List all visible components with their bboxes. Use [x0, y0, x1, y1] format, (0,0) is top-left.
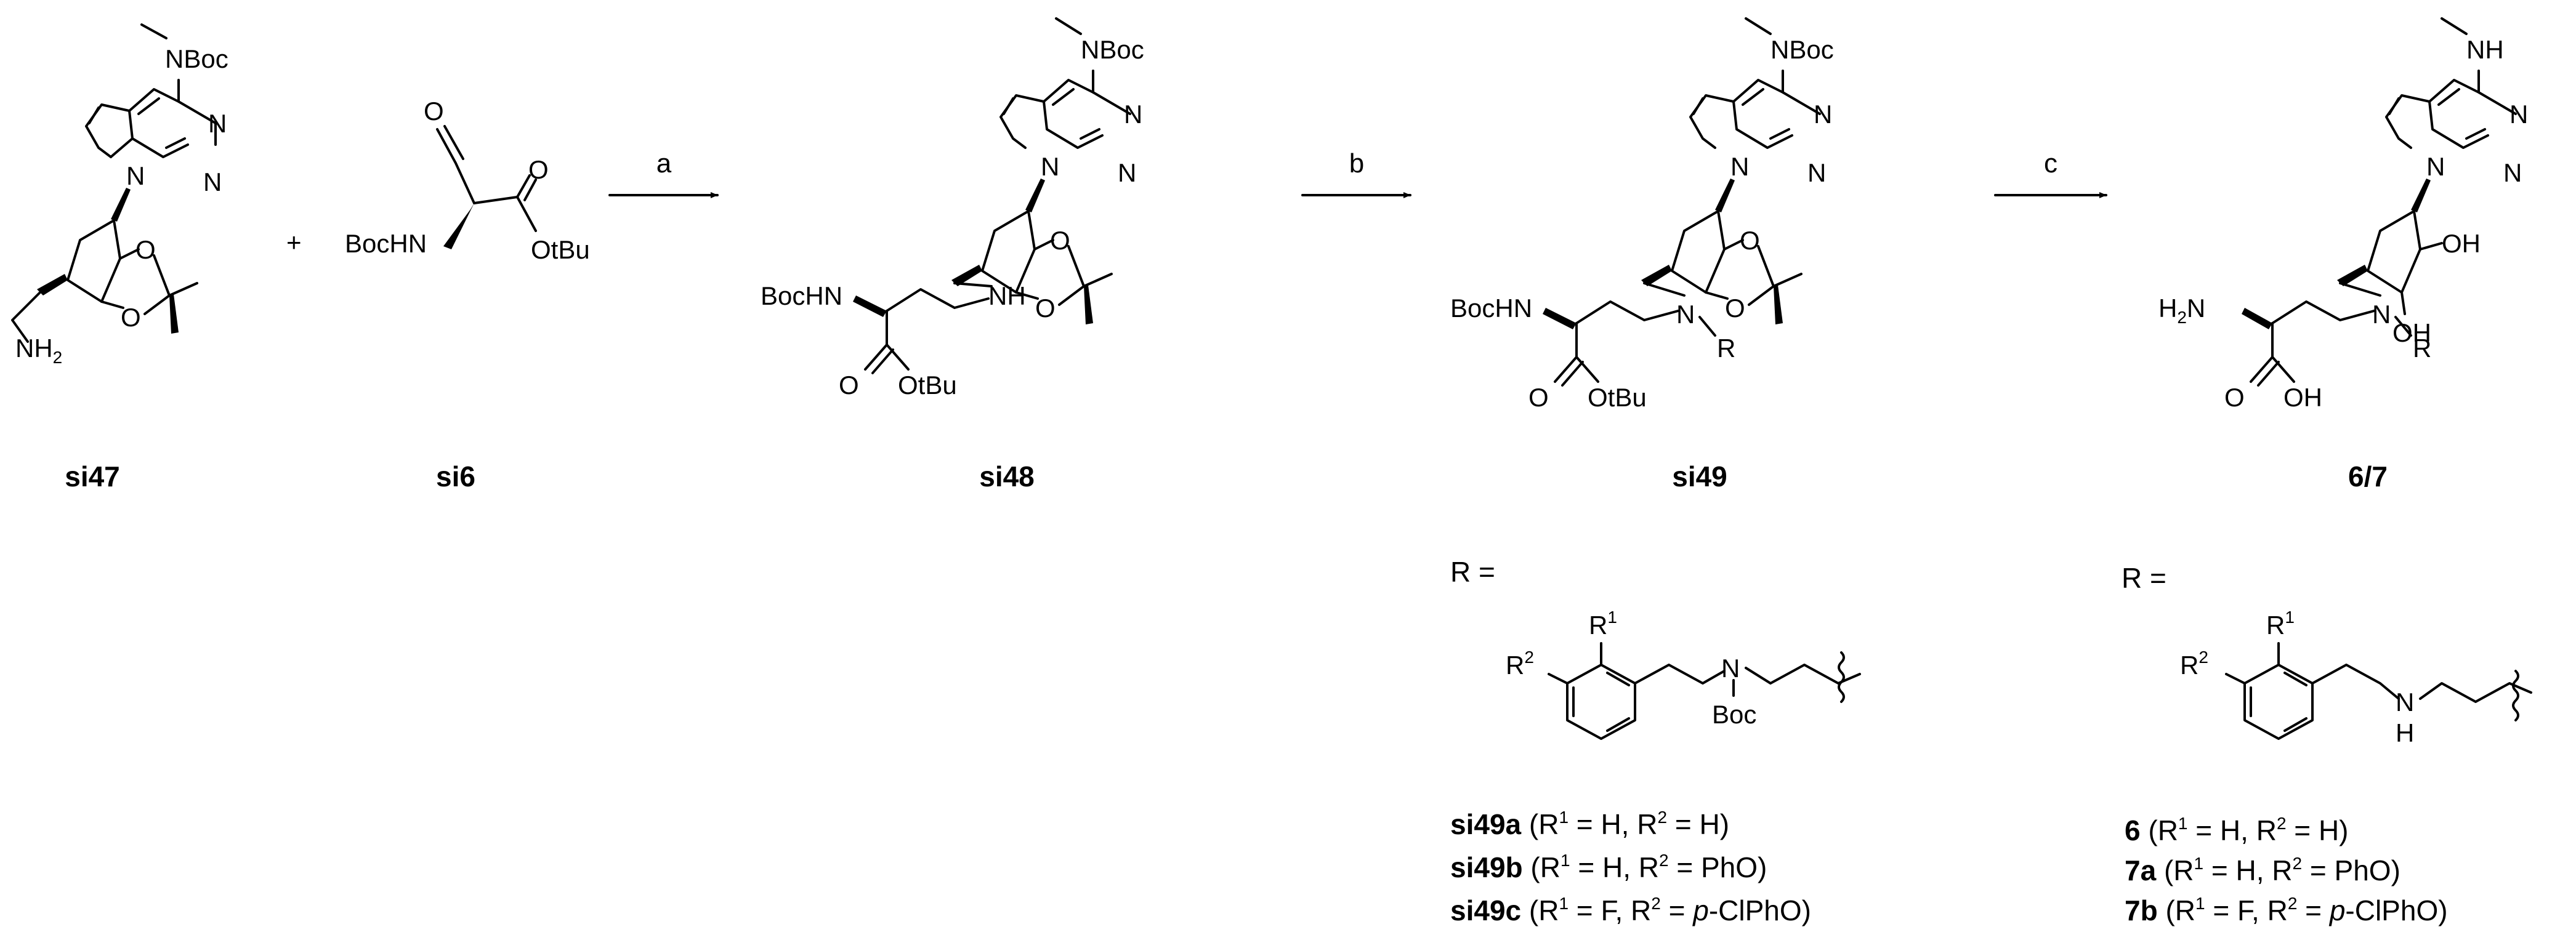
r-header-2: R = — [2122, 562, 2166, 594]
step-c-label: c — [2044, 148, 2057, 179]
si47-n3-label: N — [126, 161, 145, 190]
si6-ester-o-label: O — [528, 155, 549, 184]
p67-nh-label: NH — [2466, 35, 2504, 64]
si49-nboc-label: NBoc — [1770, 35, 1834, 64]
p67-r-label: R — [2413, 334, 2431, 363]
p67-n3-label: N — [2426, 152, 2445, 181]
si48-n1-label: N — [1124, 100, 1142, 129]
si47-nh2-label: NH2 — [15, 334, 62, 367]
compound-6-7: NH N N N OH OH N R H2N O OH 6/7 — [2158, 17, 2528, 492]
si48-o2-label: O — [1035, 294, 1056, 323]
si47-nboc-label: NBoc — [165, 44, 228, 73]
compound-si6: O BocHN O OtBu si6 — [345, 97, 590, 492]
legend-7b: 7b (R1 = F, R2 = p-ClPhO) — [2125, 894, 2448, 926]
si47-n1-label: N — [208, 109, 227, 138]
step-a-label: a — [656, 148, 672, 179]
legend-67: 6 (R1 = H, R2 = H) 7a (R1 = H, R2 = PhO)… — [2125, 814, 2448, 926]
si49-ester-o-label: O — [1528, 383, 1549, 412]
legend-7a: 7a (R1 = H, R2 = PhO) — [2125, 854, 2400, 886]
step-b-label: b — [1349, 148, 1364, 179]
si49-n1-label: N — [1814, 100, 1832, 129]
r2-label-1: R2 — [1506, 648, 1534, 680]
p67-compound-label: 6/7 — [2348, 460, 2388, 492]
si48-compound-label: si48 — [979, 460, 1035, 492]
r2-label-2: R2 — [2180, 648, 2208, 680]
si49-n2-label: N — [1807, 158, 1826, 187]
si6-bochn-label: BocHN — [345, 229, 427, 258]
legend-6: 6 (R1 = H, R2 = H) — [2125, 814, 2348, 846]
si49-n3-label: N — [1730, 152, 1749, 181]
si49-compound-label: si49 — [1672, 460, 1727, 492]
compound-si47: NBoc N N N O O NH2 si47 — [11, 23, 228, 492]
si49-o2-label: O — [1725, 294, 1745, 323]
si47-n2-label: N — [203, 167, 222, 196]
si48-n2-label: N — [1118, 158, 1136, 187]
r1-label-2: R1 — [2266, 608, 2295, 640]
si6-otbu-label: OtBu — [531, 235, 590, 264]
si47-o2-label: O — [121, 303, 141, 332]
si47-compound-label: si47 — [65, 460, 120, 492]
r1-label-1: R1 — [1589, 608, 1617, 640]
si49-bochn-label: BocHN — [1450, 294, 1532, 323]
p67-n1-label: N — [2509, 100, 2528, 129]
si49-n-label: N — [1676, 300, 1695, 329]
r-group-h: R = R1 R2 N H 6 (R1 = H, R2 = H) 7a (R1 … — [2122, 562, 2532, 926]
plus-sign: + — [286, 228, 302, 257]
p67-n2-label: N — [2503, 158, 2522, 187]
si49-otbu-label: OtBu — [1588, 383, 1647, 412]
p67-oh2-label: OH — [2392, 318, 2431, 347]
r-h-label: H — [2396, 718, 2414, 747]
p67-h2n-label: H2N — [2158, 294, 2205, 327]
p67-oh-label: OH — [2283, 383, 2322, 412]
si48-otbu-label: OtBu — [898, 371, 957, 400]
si49-o1-label: O — [1740, 226, 1760, 255]
compound-si49: NBoc N N N O O N R BocHN O OtBu si49 — [1450, 17, 1834, 492]
p67-acid-o-label: O — [2224, 383, 2245, 412]
legend-si49b: si49b (R1 = H, R2 = PhO) — [1450, 851, 1767, 883]
si48-nboc-label: NBoc — [1081, 35, 1144, 64]
r-n-label-1: N — [1721, 654, 1740, 683]
r-n-label-2: N — [2396, 688, 2414, 717]
p67-n-label: N — [2372, 300, 2391, 329]
si49-r-label: R — [1717, 334, 1735, 363]
r-boc-label: Boc — [1712, 700, 1756, 729]
r-group-boc: R = R1 R2 N Boc si49a (R1 = H, R2 = H) s… — [1450, 556, 1861, 926]
p67-oh1-label: OH — [2442, 229, 2481, 258]
legend-si49c: si49c (R1 = F, R2 = p-ClPhO) — [1450, 894, 1811, 926]
si48-o1-label: O — [1050, 226, 1070, 255]
si48-bochn-label: BocHN — [761, 281, 842, 310]
si6-compound-label: si6 — [436, 460, 475, 492]
si48-nh-label: NH — [988, 281, 1026, 310]
si6-aldehyde-o-label: O — [424, 97, 444, 126]
legend-si49: si49a (R1 = H, R2 = H) si49b (R1 = H, R2… — [1450, 808, 1811, 926]
si48-n3-label: N — [1041, 152, 1059, 181]
si47-o1-label: O — [135, 235, 156, 264]
r-header-1: R = — [1450, 556, 1495, 588]
si48-ester-o-label: O — [839, 371, 859, 400]
compound-si48: NBoc N N N O O NH BocHN O OtBu si48 — [761, 17, 1144, 492]
legend-si49a: si49a (R1 = H, R2 = H) — [1450, 808, 1729, 840]
